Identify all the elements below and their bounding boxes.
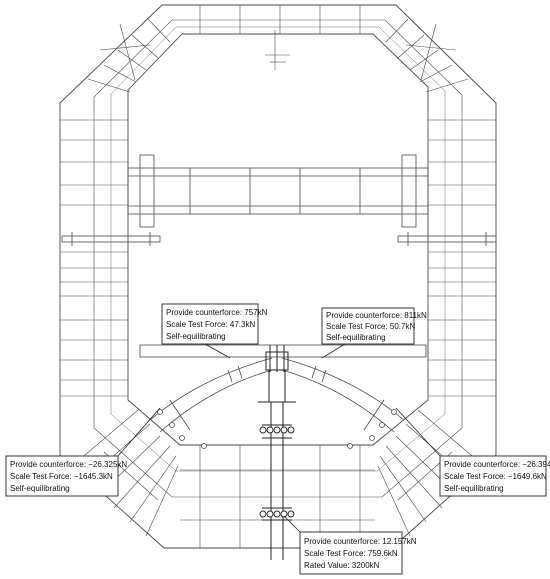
callout-upper-left: Provide counterforce: 757kN Scale Test F… bbox=[161, 303, 268, 345]
frame-inner-outline bbox=[127, 33, 429, 446]
callout-upper-left-line-3: Self-equilibrating bbox=[166, 332, 226, 341]
top-chord-panels bbox=[199, 5, 361, 70]
bolt-rows bbox=[259, 426, 295, 518]
callout-upper-right-line-3: Self-equilibrating bbox=[326, 333, 386, 342]
upper-right-diagonal-panels bbox=[385, 18, 469, 93]
callout-bottom-line-1: Provide counterforce: 12.157kN bbox=[304, 537, 417, 546]
callout-lower-right-line-3: Self-equilibrating bbox=[444, 484, 504, 493]
callout-lower-left-line-2: Scale Test Force: −1645.3kN bbox=[10, 472, 113, 481]
loading-beam bbox=[139, 344, 427, 358]
callout-upper-right-line-2: Scale Test Force: 50.7kN bbox=[326, 322, 415, 331]
left-chord-panels bbox=[60, 119, 128, 397]
callout-upper-left-line-2: Scale Test Force: 47.3kN bbox=[166, 320, 255, 329]
callout-upper-right: Provide counterforce: 811kN Scale Test F… bbox=[321, 307, 427, 345]
callout-upper-right-line-1: Provide counterforce: 811kN bbox=[326, 311, 427, 320]
cross-beam-end-left bbox=[139, 154, 155, 228]
callout-upper-left-line-1: Provide counterforce: 757kN bbox=[166, 308, 268, 317]
callout-bottom-line-3: Rated Value: 3200kN bbox=[304, 561, 380, 570]
corner-bolts bbox=[157, 409, 397, 449]
callout-lower-right-line-2: Scale Test Force: −1649.6kN bbox=[444, 472, 547, 481]
frame-mid-line bbox=[93, 19, 463, 498]
cross-beam-end-right bbox=[401, 154, 417, 228]
cross-beam-body bbox=[127, 167, 429, 215]
upper-cross-beam bbox=[127, 154, 429, 228]
left-arch-strut-inner bbox=[159, 369, 273, 433]
actuator-stem bbox=[268, 369, 286, 403]
callout-lower-right-line-1: Provide counterforce: −26.394kN bbox=[444, 460, 550, 469]
frame-web-line bbox=[110, 26, 446, 472]
callout-bottom-line-2: Scale Test Force: 759.6kN bbox=[304, 549, 398, 558]
right-chord-panels bbox=[428, 119, 496, 397]
callout-lower-left-line-3: Self-equilibrating bbox=[10, 484, 70, 493]
central-actuator bbox=[258, 345, 296, 560]
bottom-chord-panels bbox=[180, 445, 375, 548]
upper-left-diagonal-panels bbox=[87, 18, 171, 93]
callout-lower-right: Provide counterforce: −26.394kN Scale Te… bbox=[439, 455, 550, 497]
leader-lines bbox=[117, 343, 441, 533]
left-arch-strut bbox=[149, 357, 273, 421]
callout-lower-left-line-1: Provide counterforce: −26.325kN bbox=[10, 460, 127, 469]
right-arch-strut-inner bbox=[281, 369, 395, 433]
right-arch-strut bbox=[281, 357, 405, 421]
side-pin-rods bbox=[61, 232, 497, 246]
left-pin-rod bbox=[61, 235, 161, 243]
callout-lower-left: Provide counterforce: −26.325kN Scale Te… bbox=[5, 455, 127, 497]
right-pin-rod bbox=[397, 235, 497, 243]
callout-bottom: Provide counterforce: 12.157kN Scale Tes… bbox=[299, 531, 417, 575]
